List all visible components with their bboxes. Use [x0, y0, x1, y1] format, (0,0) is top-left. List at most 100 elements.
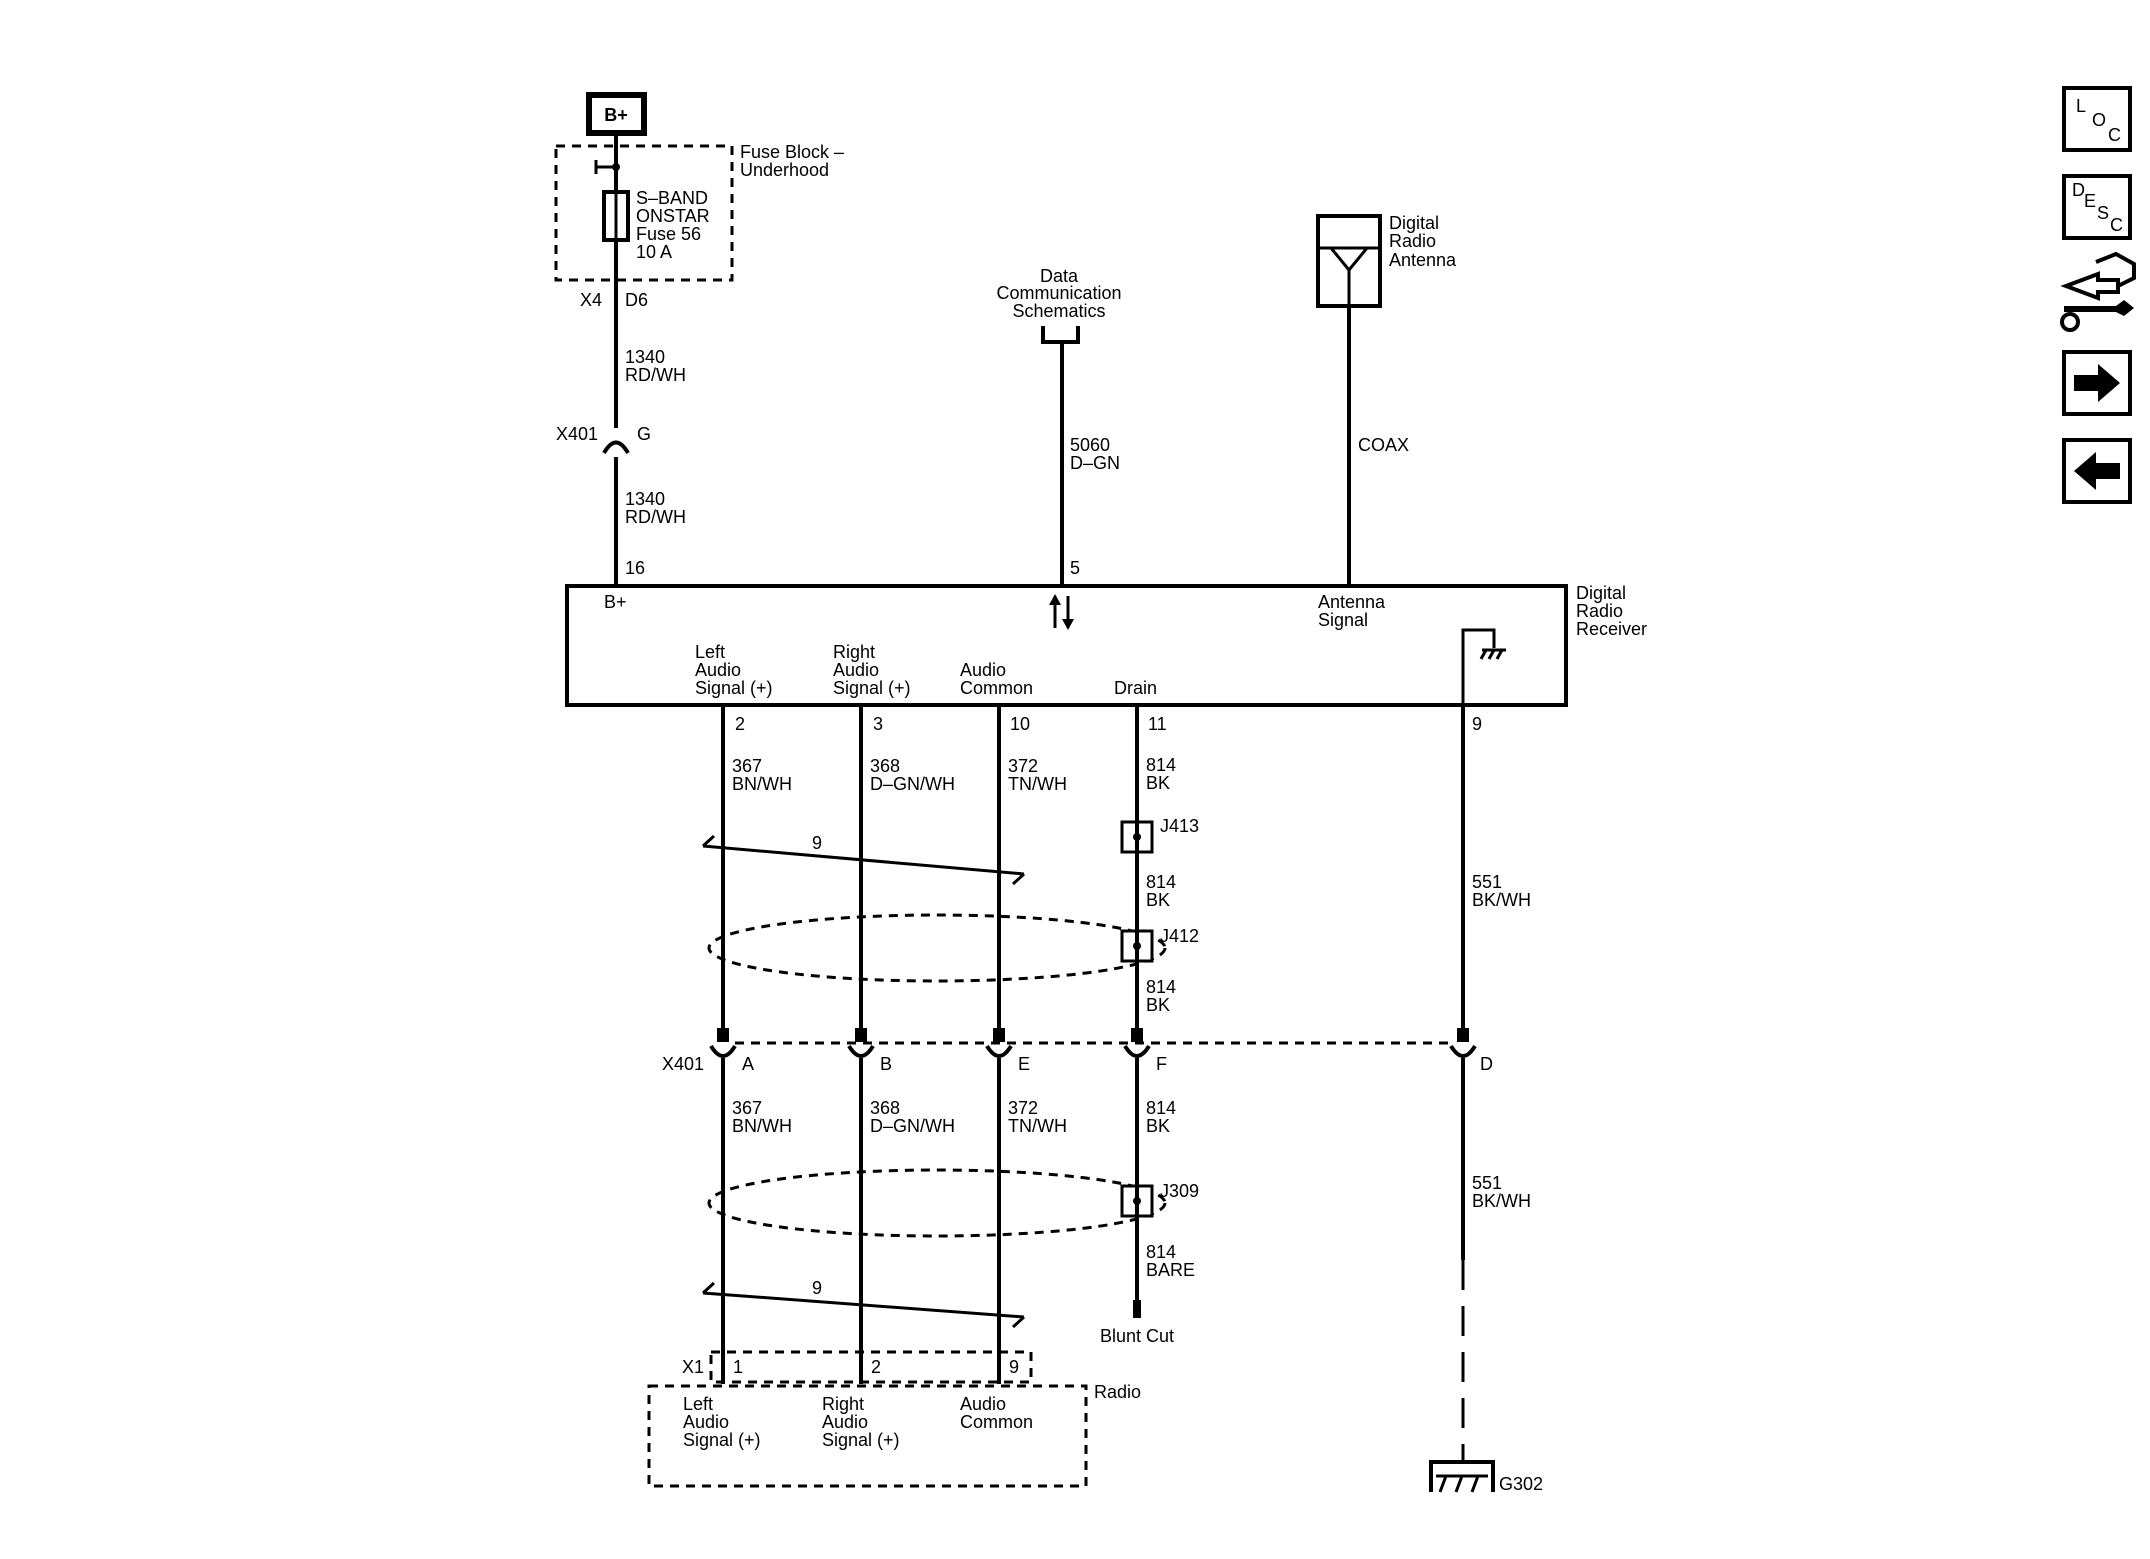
- x401-mid-pin-b: B: [880, 1054, 892, 1074]
- wire-814-color-2: BK: [1146, 890, 1170, 910]
- wire-814-color-lower: BK: [1146, 1116, 1170, 1136]
- wire-367-circuit-upper: 367: [732, 756, 762, 776]
- fuse-line-2: ONSTAR: [636, 206, 710, 226]
- wire-814-circuit-lower: 814: [1146, 1098, 1176, 1118]
- loc-letter-l: L: [2076, 96, 2086, 116]
- radio-left-3: Signal (+): [683, 1430, 761, 1450]
- connector-wrench-icon[interactable]: [2060, 251, 2136, 332]
- wire-368-circuit-upper: 368: [870, 756, 900, 776]
- loc-letter-c: C: [2108, 125, 2121, 145]
- bplus-label: B+: [604, 105, 628, 125]
- wire-5060-color: D–GN: [1070, 453, 1120, 473]
- wire-372-circuit-upper: 372: [1008, 756, 1038, 776]
- ground-g302-label: G302: [1499, 1474, 1543, 1494]
- radio-right-3: Signal (+): [822, 1430, 900, 1450]
- receiver-pin-5: 5: [1070, 558, 1080, 578]
- fuse-line-3: Fuse 56: [636, 224, 701, 244]
- wire-368-circuit-lower: 368: [870, 1098, 900, 1118]
- receiver-antenna-2: Signal: [1318, 610, 1368, 630]
- blunt-cut-label: Blunt Cut: [1100, 1326, 1174, 1346]
- wire-1340-color-bot: RD/WH: [625, 507, 686, 527]
- wire-814-circuit-2: 814: [1146, 872, 1176, 892]
- x401-top-pin: G: [637, 424, 651, 444]
- receiver-name-3: Receiver: [1576, 619, 1647, 639]
- receiver-common-2: Common: [960, 678, 1033, 698]
- wire-814-circuit-1: 814: [1146, 755, 1176, 775]
- radio-name: Radio: [1094, 1382, 1141, 1402]
- wire-372-circuit-lower: 372: [1008, 1098, 1038, 1118]
- receiver-antenna-1: Antenna: [1318, 592, 1386, 612]
- previous-page-arrow-icon[interactable]: [2062, 438, 2132, 504]
- receiver-pin-16: 16: [625, 558, 645, 578]
- antenna-coax-label: COAX: [1358, 435, 1409, 455]
- radio-right-2: Audio: [822, 1412, 868, 1432]
- receiver-pin-9: 9: [1472, 714, 1482, 734]
- wire-551-circuit-upper: 551: [1472, 872, 1502, 892]
- wire-367-color-lower: BN/WH: [732, 1116, 792, 1136]
- twisted-pair-marker-upper: [701, 834, 1026, 886]
- desc-letter-c: C: [2110, 215, 2123, 235]
- wire-372-color-lower: TN/WH: [1008, 1116, 1067, 1136]
- data-bidirectional-arrows: [1049, 594, 1074, 630]
- wire-1340-color-top: RD/WH: [625, 365, 686, 385]
- desc-button[interactable]: D E S C: [2062, 174, 2132, 240]
- radio-right-1: Right: [822, 1394, 864, 1414]
- wire-814-bare-color: BARE: [1146, 1260, 1195, 1280]
- receiver-left-2: Audio: [695, 660, 741, 680]
- wire-367-circuit-lower: 367: [732, 1098, 762, 1118]
- x401-mid-pin-d: D: [1480, 1054, 1493, 1074]
- radio-outline: [647, 1384, 1088, 1488]
- receiver-common-1: Audio: [960, 660, 1006, 680]
- twisted-pair-marker-lower: [701, 1281, 1026, 1329]
- x401-mid-pins: [709, 1028, 1477, 1058]
- x401-mid-pin-e: E: [1018, 1054, 1030, 1074]
- receiver-right-3: Signal (+): [833, 678, 911, 698]
- receiver-left-3: Signal (+): [695, 678, 773, 698]
- wire-368-color-lower: D–GN/WH: [870, 1116, 955, 1136]
- wire-814-bare-circuit: 814: [1146, 1242, 1176, 1262]
- x401-top-conn: X401: [556, 424, 598, 444]
- radio-common-2: Common: [960, 1412, 1033, 1432]
- wire-551-color-lower: BK/WH: [1472, 1191, 1531, 1211]
- wire-368-color-upper: D–GN/WH: [870, 774, 955, 794]
- data-comm-line-2: Communication: [996, 283, 1121, 303]
- desc-letter-s: S: [2097, 203, 2109, 223]
- next-page-arrow-icon[interactable]: [2062, 350, 2132, 416]
- fuse-line-1: S–BAND: [636, 188, 708, 208]
- antenna-line-1: Digital: [1389, 213, 1439, 233]
- digital-radio-receiver-box: [565, 584, 1568, 707]
- antenna-line-2: Radio: [1389, 231, 1436, 251]
- radio-left-1: Left: [683, 1394, 713, 1414]
- receiver-pin-3: 3: [873, 714, 883, 734]
- wire-1340-circuit-top: 1340: [625, 347, 665, 367]
- desc-letter-e: E: [2084, 191, 2096, 211]
- radio-conn-x1: X1: [682, 1357, 704, 1377]
- receiver-drain: Drain: [1114, 678, 1157, 698]
- wire-814-circuit-3: 814: [1146, 977, 1176, 997]
- splice-j412-label: J412: [1160, 926, 1199, 946]
- receiver-name-1: Digital: [1576, 583, 1626, 603]
- wire-551-circuit-lower: 551: [1472, 1173, 1502, 1193]
- fuse-pin-d6: D6: [625, 290, 648, 310]
- radio-common-1: Audio: [960, 1394, 1006, 1414]
- receiver-pin-2: 2: [735, 714, 745, 734]
- loc-button[interactable]: L O C: [2062, 86, 2132, 152]
- radio-pin-2: 2: [871, 1357, 881, 1377]
- radio-pin-9: 9: [1009, 1357, 1019, 1377]
- radio-left-2: Audio: [683, 1412, 729, 1432]
- wire-814-color-1: BK: [1146, 773, 1170, 793]
- receiver-right-1: Right: [833, 642, 875, 662]
- ground-g302-icon: [1429, 1460, 1495, 1493]
- wire-367-color-upper: BN/WH: [732, 774, 792, 794]
- shield-lower: [707, 1168, 1167, 1238]
- receiver-pin-10: 10: [1010, 714, 1030, 734]
- receiver-right-2: Audio: [833, 660, 879, 680]
- data-comm-line-1: Data: [1040, 266, 1079, 286]
- fuse-block-name-2: Underhood: [740, 160, 829, 180]
- data-comm-line-3: Schematics: [1012, 301, 1105, 321]
- fuse-conn-x4: X4: [580, 290, 602, 310]
- radio-connector-x1: [709, 1350, 1033, 1384]
- loc-letter-o: O: [2092, 110, 2106, 130]
- receiver-bplus-label: B+: [604, 592, 627, 612]
